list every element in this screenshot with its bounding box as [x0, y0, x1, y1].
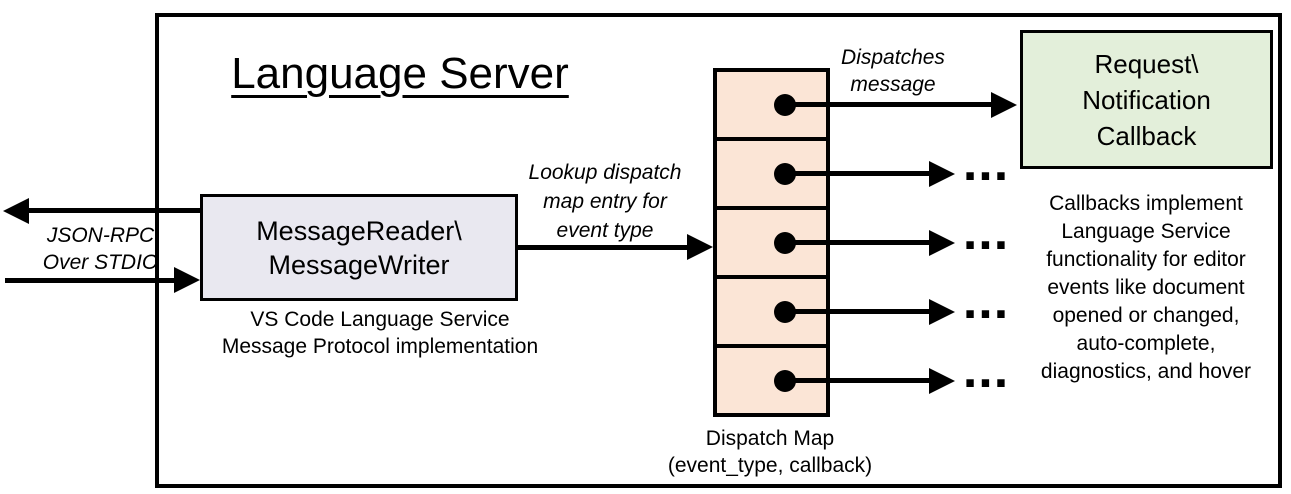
- dispatch-arrow-line: [785, 102, 993, 107]
- dispatch-arrowhead-icon: [991, 92, 1017, 118]
- more-callbacks-ellipsis: ...: [962, 272, 1010, 330]
- callbacks-note: Callbacks implement Language Service fun…: [1040, 192, 1252, 383]
- dispatch-arrowhead-icon: [929, 161, 955, 187]
- language-server-boundary-box: [155, 13, 1282, 488]
- json-rpc-label: JSON-RPC Over STDIO: [42, 224, 159, 274]
- dispatch-arrowhead-icon: [929, 230, 955, 256]
- lookup-arrowhead-icon: [687, 234, 713, 260]
- request-notification-callback-box: Request\ Notification Callback: [1020, 30, 1273, 169]
- dispatch-arrowhead-icon: [929, 368, 955, 394]
- dispatch-arrow-line: [785, 309, 931, 314]
- dispatch-arrowhead-icon: [929, 299, 955, 325]
- message-reader-writer-label: MessageReader\ MessageWriter: [256, 215, 462, 280]
- dispatch-arrow-line: [785, 378, 931, 383]
- dispatch-arrow-line: [785, 240, 931, 245]
- dispatch-map-caption: Dispatch Map (event_type, callback): [667, 427, 873, 477]
- stdio-out-arrowhead-icon: [3, 198, 29, 224]
- more-callbacks-ellipsis: ...: [962, 134, 1010, 192]
- diagram-title: Language Server: [231, 49, 569, 98]
- stdio-in-arrowhead-icon: [174, 267, 200, 293]
- reader-caption: VS Code Language Service Message Protoco…: [221, 308, 539, 358]
- message-reader-writer-box: MessageReader\ MessageWriter: [200, 194, 518, 301]
- request-notification-callback-label: Request\ Notification Callback: [1082, 48, 1211, 151]
- more-callbacks-ellipsis: ...: [962, 203, 1010, 261]
- stdio-out-arrow-line: [26, 208, 200, 213]
- dispatch-arrow-line: [785, 171, 931, 176]
- dispatch-cell: [713, 137, 830, 210]
- more-callbacks-ellipsis: ...: [962, 341, 1010, 399]
- stdio-in-arrow-line: [5, 278, 175, 283]
- dispatches-message-label: Dispatches message: [841, 46, 945, 96]
- lookup-arrow-line: [518, 245, 689, 250]
- lookup-label: Lookup dispatch map entry for event type: [528, 161, 682, 242]
